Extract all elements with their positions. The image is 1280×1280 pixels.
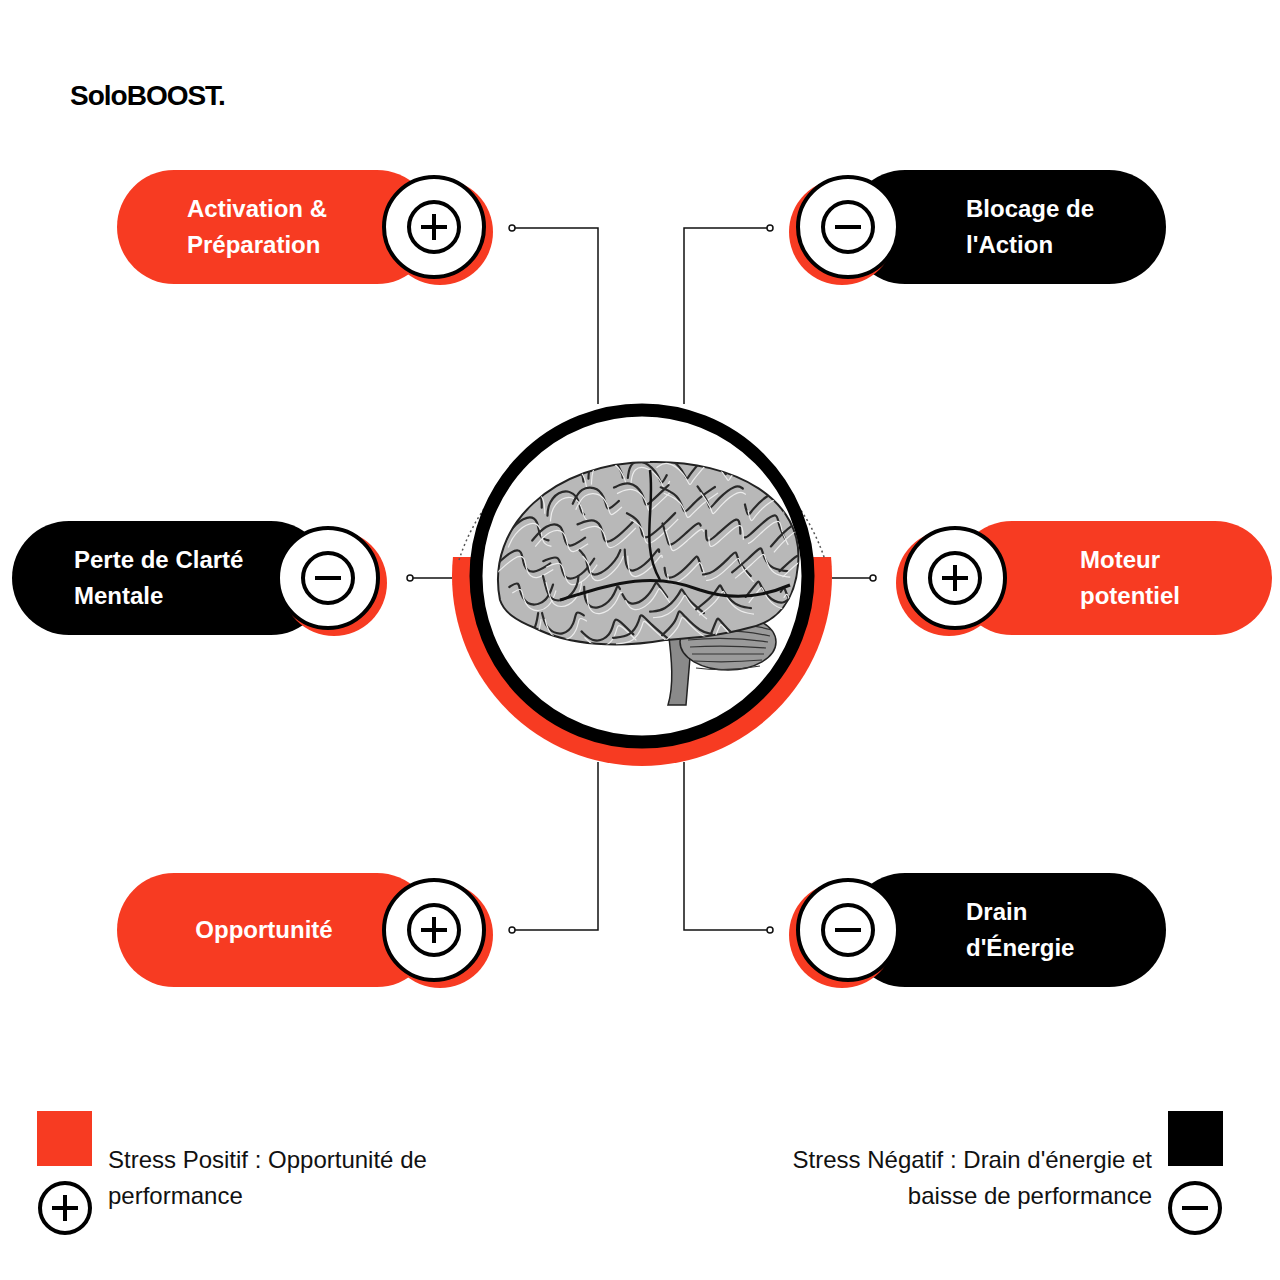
legend-label: Stress Négatif : Drain d'énergie et bais…	[762, 1142, 1152, 1214]
stress-pill: Opportunité	[117, 873, 494, 987]
legend-label: Stress Positif : Opportunité de performa…	[108, 1142, 468, 1214]
stress-pill: Activation & Préparation	[117, 170, 494, 284]
brain-illustration	[495, 450, 836, 705]
stress-pill: Drain d'Énergie	[788, 873, 1166, 987]
leader-lines	[413, 228, 870, 930]
pill-shape	[788, 170, 1166, 284]
pill-label: Blocage de l'Action	[966, 191, 1146, 263]
stress-pill: Moteur potentiel	[895, 521, 1272, 635]
brain-ring	[476, 410, 808, 742]
legend-swatch	[1168, 1111, 1223, 1166]
pill-shape	[12, 521, 388, 635]
pill-label: Moteur potentiel	[1080, 542, 1240, 614]
legend-swatch	[37, 1111, 92, 1166]
brand-logo: SoloBOOST.	[70, 80, 225, 112]
pill-label: Drain d'Énergie	[966, 894, 1136, 966]
pill-shape	[117, 170, 494, 284]
stress-pill: Perte de Clarté Mentale	[12, 521, 388, 635]
pill-label: Perte de Clarté Mentale	[74, 542, 274, 614]
leader-dots	[407, 225, 876, 933]
red-arc	[452, 557, 832, 766]
pill-label: Activation & Préparation	[187, 191, 382, 263]
pill-label: Opportunité	[150, 912, 378, 948]
pill-shape	[788, 873, 1166, 987]
pill-shape	[895, 521, 1272, 635]
stress-pill: Blocage de l'Action	[788, 170, 1166, 284]
